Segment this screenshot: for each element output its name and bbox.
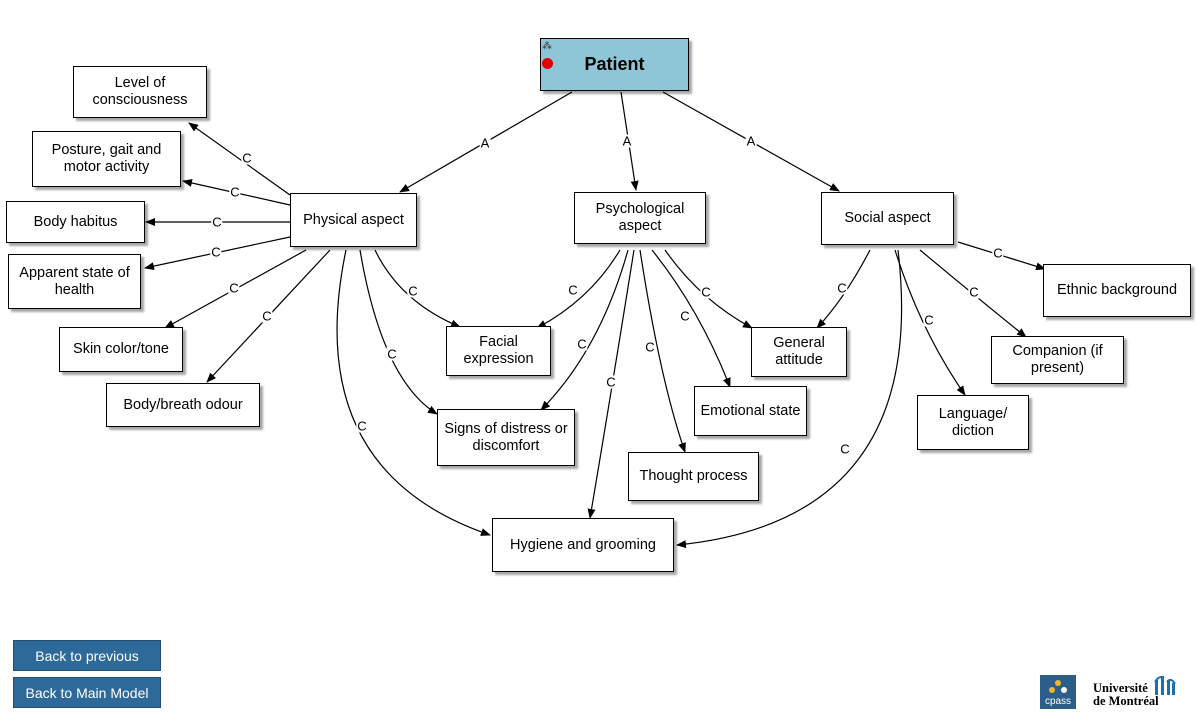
signs-of-distress-node[interactable]: Signs of distress or discomfort xyxy=(437,409,575,466)
edge-label-c: C xyxy=(567,282,579,298)
root-status-dot-icon xyxy=(542,58,553,69)
edge-label-c: C xyxy=(210,244,222,260)
cpass-figures-icon xyxy=(1049,680,1067,694)
udem-arches-icon xyxy=(1154,676,1176,695)
facial-expression-label: Facial expression xyxy=(463,334,534,367)
hygiene-node[interactable]: Hygiene and grooming xyxy=(492,518,674,572)
social-aspect-label: Social aspect xyxy=(844,210,931,226)
edge-label-c: C xyxy=(968,284,980,300)
thought-process-node[interactable]: Thought process xyxy=(628,452,759,501)
edge-label-c: C xyxy=(261,308,273,324)
link-social-hygiene xyxy=(676,249,903,549)
body-habitus-label: Body habitus xyxy=(33,213,118,230)
edge-label-c: C xyxy=(679,308,691,324)
edge-label-c: C xyxy=(228,280,240,296)
posture-label: Posture, gait and motor activity xyxy=(51,142,162,175)
emotional-state-node[interactable]: Emotional state xyxy=(694,386,807,436)
edge-label-c: C xyxy=(211,214,223,230)
edge-label-c: C xyxy=(700,284,712,300)
companion-node[interactable]: Companion (if present) xyxy=(991,336,1124,384)
edge-label-c: C xyxy=(576,336,588,352)
link-psych-emotional xyxy=(651,249,731,388)
edge-label-c: C xyxy=(241,150,253,166)
udem-logo-line1: Université xyxy=(1093,681,1148,695)
signs-of-distress-label: Signs of distress or discomfort xyxy=(444,420,568,454)
edge-label-c: C xyxy=(356,418,368,434)
link-physical-consciousness xyxy=(188,122,291,196)
edge-label-c: C xyxy=(407,283,419,299)
level-of-consciousness-node[interactable]: Level of consciousness xyxy=(73,66,207,118)
link-psych-hygiene xyxy=(587,249,635,519)
thought-process-label: Thought process xyxy=(639,468,748,484)
physical-aspect-label: Physical aspect xyxy=(303,211,404,228)
hygiene-label: Hygiene and grooming xyxy=(510,536,656,553)
body-odour-label: Body/breath odour xyxy=(123,396,243,413)
ethnic-background-label: Ethnic background xyxy=(1056,282,1178,298)
link-psych-distress xyxy=(540,249,629,411)
psychological-aspect-label: Psychological aspect xyxy=(595,201,685,234)
edge-label-c: C xyxy=(605,374,617,390)
patient-label: Patient xyxy=(584,54,645,74)
link-psych-facial xyxy=(536,249,621,329)
apparent-state-label: Apparent state of health xyxy=(19,264,130,298)
level-of-consciousness-label: Level of consciousness xyxy=(92,75,188,108)
psychological-aspect-node[interactable]: Psychological aspect xyxy=(574,192,706,244)
emotional-state-label: Emotional state xyxy=(700,402,801,419)
general-attitude-label: General attitude xyxy=(773,335,825,368)
edge-label-c: C xyxy=(229,184,241,200)
edge-label-a: A xyxy=(745,133,757,149)
link-physical-distress xyxy=(359,249,438,415)
body-habitus-node[interactable]: Body habitus xyxy=(6,201,145,243)
back-to-main-model-button[interactable]: Back to Main Model xyxy=(13,677,161,708)
root-hierarchy-icon: ⁂ xyxy=(542,41,552,52)
edge-label-c: C xyxy=(836,280,848,296)
edge-label-c: C xyxy=(923,312,935,328)
edge-label-c: C xyxy=(386,346,398,362)
physical-aspect-node[interactable]: Physical aspect xyxy=(290,193,417,247)
skin-color-label: Skin color/tone xyxy=(73,341,169,357)
cpass-logo: cpass xyxy=(1040,675,1076,709)
udem-logo-text: Université de Montréal xyxy=(1093,682,1159,708)
general-attitude-node[interactable]: General attitude xyxy=(751,327,847,377)
cpass-logo-text: cpass xyxy=(1044,696,1072,707)
edge-label-c: C xyxy=(992,245,1004,261)
ethnic-background-node[interactable]: Ethnic background xyxy=(1043,264,1191,317)
patient-node[interactable]: Patient xyxy=(540,38,689,91)
facial-expression-node[interactable]: Facial expression xyxy=(446,326,551,376)
edge-label-c: C xyxy=(839,441,851,457)
companion-label: Companion (if present) xyxy=(1012,343,1103,376)
apparent-state-node[interactable]: Apparent state of health xyxy=(8,254,141,309)
skin-color-node[interactable]: Skin color/tone xyxy=(59,327,183,372)
edge-label-a: A xyxy=(479,135,491,151)
posture-node[interactable]: Posture, gait and motor activity xyxy=(32,131,181,187)
link-psych-thought xyxy=(639,249,686,453)
udem-logo-line2: de Montréal xyxy=(1093,694,1159,708)
edge-label-c: C xyxy=(644,339,656,355)
language-diction-label: Language/ diction xyxy=(938,405,1008,439)
back-to-previous-button[interactable]: Back to previous xyxy=(13,640,161,671)
edge-label-a: A xyxy=(621,133,633,149)
body-odour-node[interactable]: Body/breath odour xyxy=(106,383,260,427)
social-aspect-node[interactable]: Social aspect xyxy=(821,192,954,245)
language-diction-node[interactable]: Language/ diction xyxy=(917,395,1029,450)
